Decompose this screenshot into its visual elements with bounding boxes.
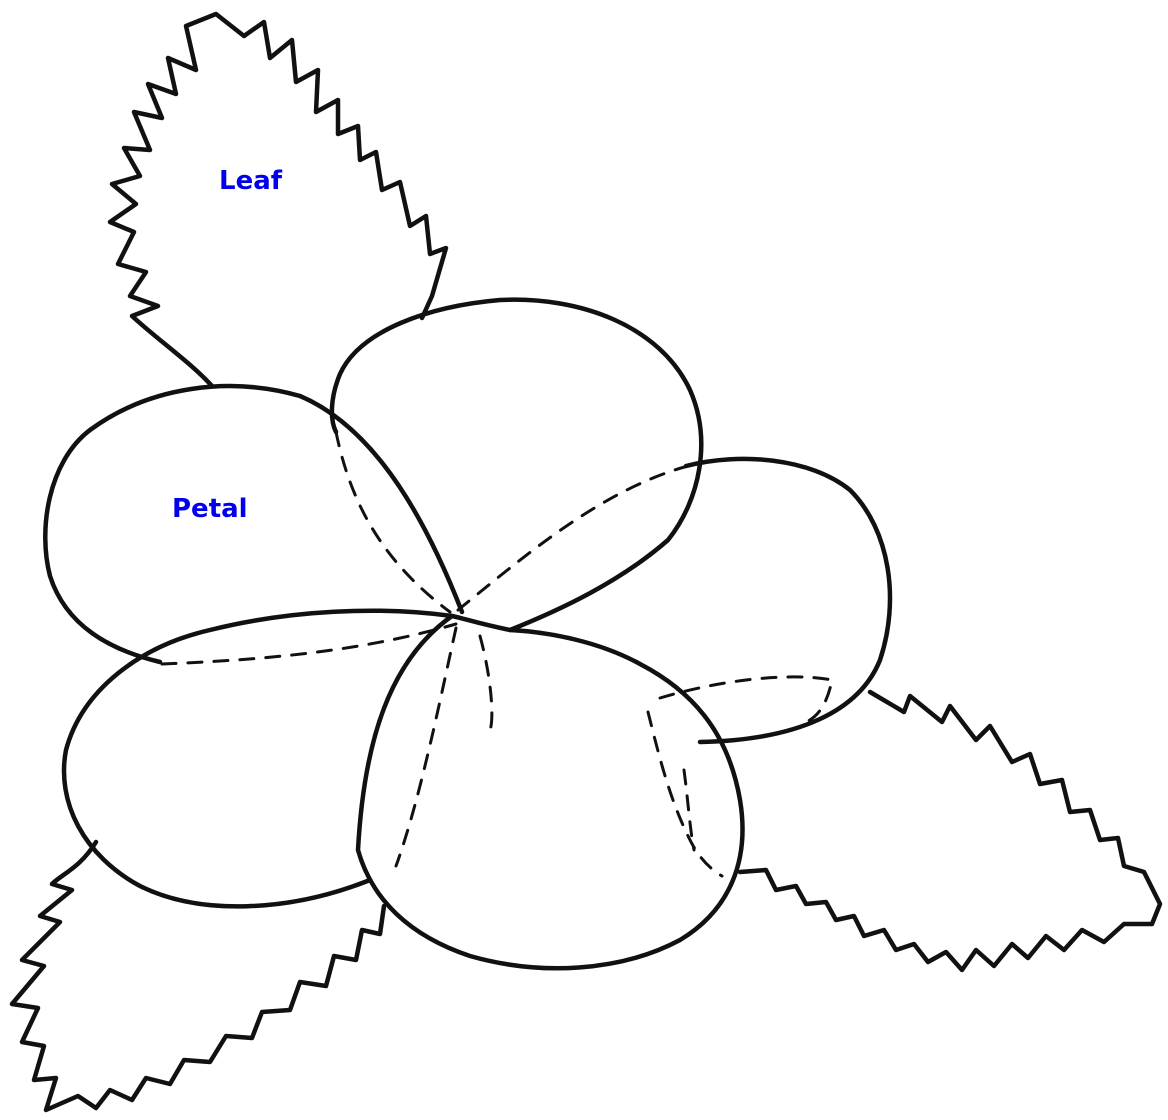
petal-lower-left [64,611,452,907]
petal-right [686,459,890,742]
petal-label: Petal [172,494,248,524]
top-leaf [110,14,446,386]
guide-line-upper-right [458,466,688,610]
leaf-label: Leaf [219,166,282,196]
guide-line-right-arc [648,712,722,876]
guide-line-right-fold [660,677,832,722]
petal-top [332,300,701,630]
guide-line-upper-left [336,432,450,612]
petal-bottom [358,616,743,968]
bottom-right-leaf [740,692,1160,970]
bottom-left-leaf [12,842,384,1110]
guide-line-center-down [480,636,492,730]
